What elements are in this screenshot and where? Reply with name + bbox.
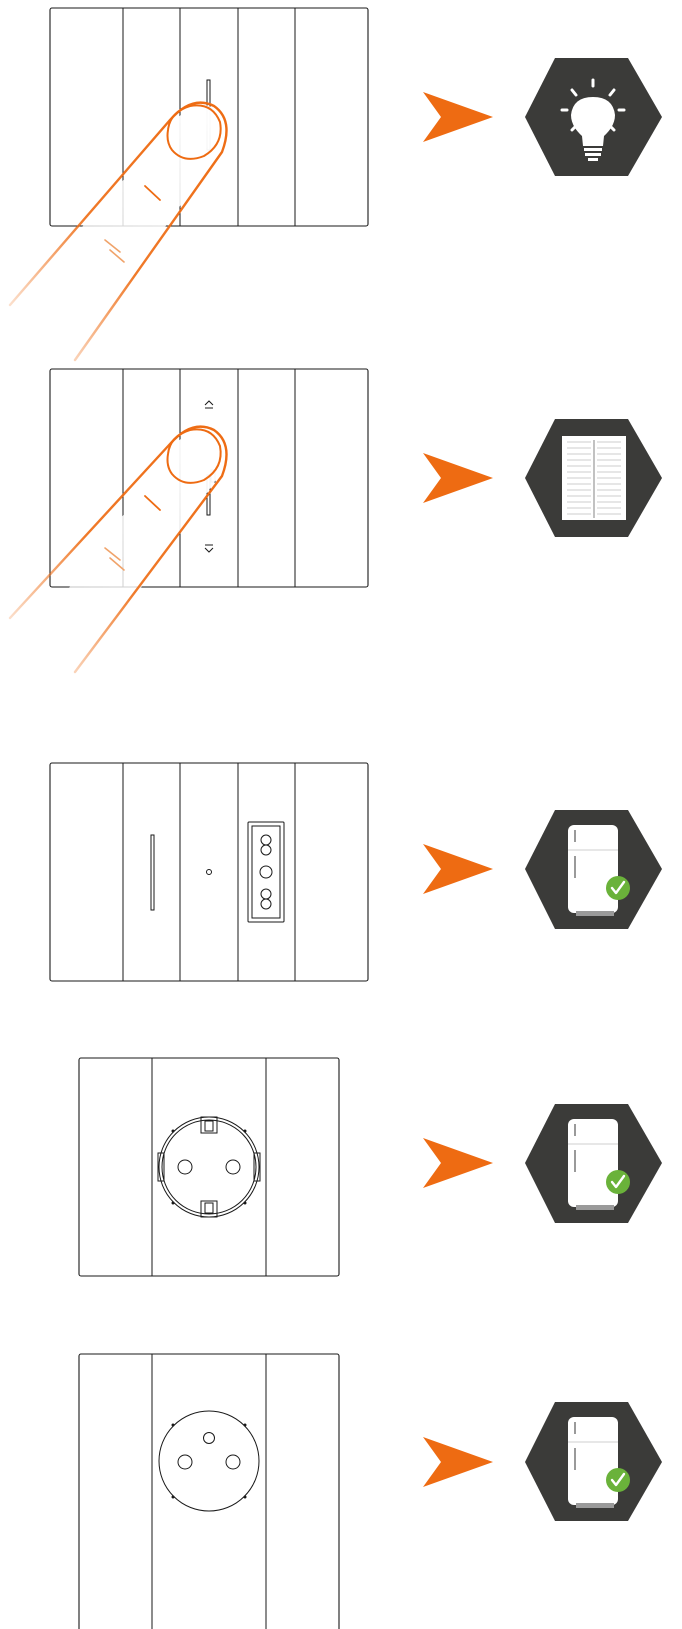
row-italian-socket bbox=[0, 760, 682, 990]
schuko-socket-diagram bbox=[78, 1057, 662, 1277]
arrow-icon bbox=[423, 92, 493, 142]
light-bulb-icon bbox=[525, 58, 662, 176]
down-icon bbox=[204, 544, 214, 553]
led-indicator bbox=[206, 869, 212, 875]
shutter-icon bbox=[525, 419, 662, 537]
french-socket-icon bbox=[158, 1410, 260, 1512]
arrow-icon bbox=[423, 453, 493, 503]
finger-icon bbox=[0, 425, 228, 690]
row-french-socket bbox=[0, 1350, 682, 1629]
wall-plate-5-module bbox=[49, 762, 369, 982]
blank-indicator bbox=[150, 834, 155, 911]
row-shutter-switch bbox=[0, 360, 682, 730]
fridge-check-icon bbox=[525, 810, 662, 929]
up-icon bbox=[204, 400, 214, 409]
french-socket-diagram bbox=[78, 1353, 662, 1629]
arrow-icon bbox=[423, 1138, 493, 1188]
shutter-switch-diagram bbox=[0, 368, 662, 690]
row-schuko-socket bbox=[0, 1055, 682, 1285]
wall-plate-3-module bbox=[78, 1353, 340, 1629]
wall-plate-3-module bbox=[78, 1057, 340, 1277]
light-switch-diagram bbox=[0, 7, 662, 362]
arrow-icon bbox=[423, 844, 493, 894]
schuko-socket-icon bbox=[157, 1116, 261, 1218]
arrow-icon bbox=[423, 1437, 493, 1487]
p30-socket-icon bbox=[247, 821, 285, 923]
fridge-check-icon bbox=[525, 1402, 662, 1521]
fridge-check-icon bbox=[525, 1104, 662, 1223]
italian-socket-diagram bbox=[49, 762, 662, 982]
finger-icon bbox=[0, 101, 228, 362]
row-light-switch bbox=[0, 0, 682, 362]
